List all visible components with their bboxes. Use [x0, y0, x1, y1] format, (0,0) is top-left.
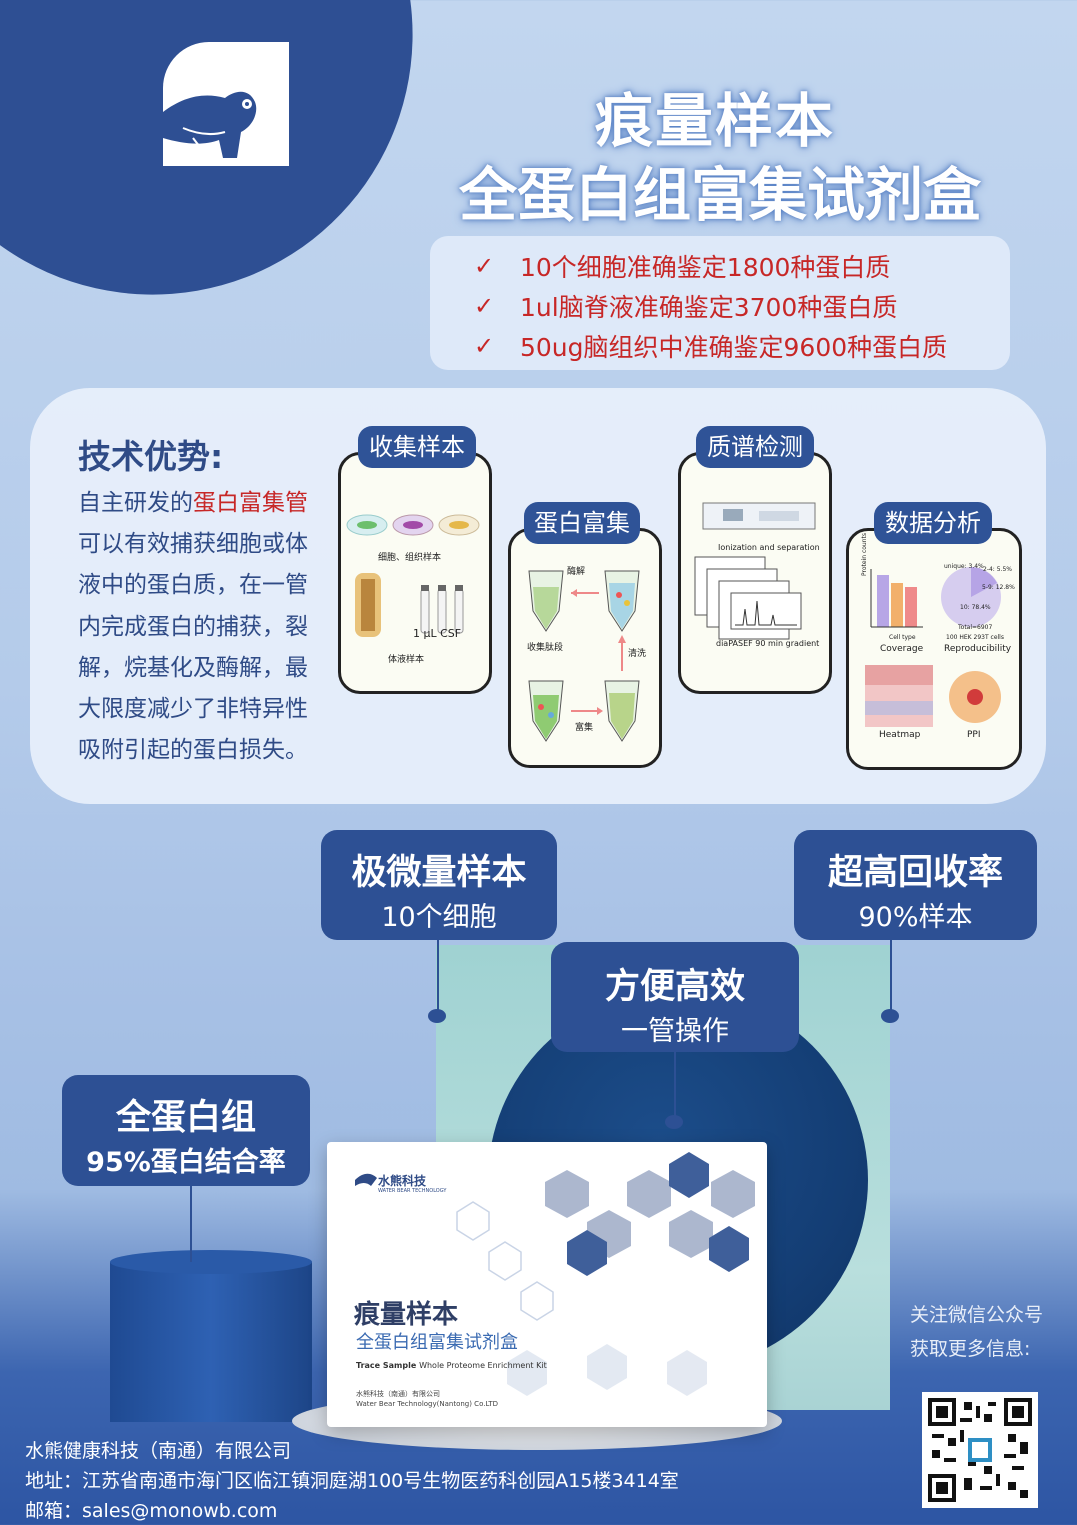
fluid-caption: 体液样本	[388, 655, 425, 665]
product-title: 痕量样本	[354, 1300, 459, 1330]
gradient-caption: diaPASEF 90 min gradient	[716, 639, 820, 648]
callout-stem	[437, 940, 439, 1016]
callout-title: 方便高效	[604, 967, 745, 1007]
check-icon: ✓	[474, 332, 495, 360]
step-ms-card	[678, 452, 832, 694]
product-brand: 水熊科技	[378, 1174, 427, 1188]
product-title-en-rest: Whole Proteome Enrichment Kit	[419, 1361, 547, 1370]
cell-type-caption: Cell type	[889, 634, 916, 641]
callout-dot	[428, 1009, 446, 1023]
product-subtitle: 全蛋白组富集试剂盒	[356, 1332, 518, 1353]
follow-text: 关注微信公众号 获取更多信息:	[910, 1298, 1043, 1366]
ionization-caption: Ionization and separation	[718, 543, 820, 552]
callout-proteome: 全蛋白组 95%蛋白结合率	[62, 1075, 310, 1186]
feature-list: ✓ 10个细胞准确鉴定1800种蛋白质 ✓ 1ul脑脊液准确鉴定3700种蛋白质…	[430, 236, 1010, 370]
product-company-en: Water Bear Technology(Nantong) Co.LTD	[356, 1400, 499, 1408]
tech-title: 技术优势:	[78, 437, 224, 476]
tech-description: 自主研发的蛋白富集管可以有效捕获细胞或体液中的蛋白质，在一管内完成蛋白的捕获，裂…	[78, 483, 318, 771]
wechat-qr-code	[922, 1392, 1038, 1508]
callout-title: 极微量样本	[351, 853, 527, 893]
check-icon: ✓	[474, 292, 495, 320]
callout-stem	[674, 1052, 676, 1122]
wash-caption: 清洗	[628, 649, 647, 659]
ppi-caption: PPI	[967, 730, 981, 740]
callout-stem	[190, 1186, 192, 1262]
callout-convenient: 方便高效 一管操作	[551, 942, 799, 1052]
product-title-en: Trace Sample Whole Proteome Enrichment K…	[356, 1361, 547, 1370]
feature-item: ✓ 10个细胞准确鉴定1800种蛋白质	[474, 246, 1010, 286]
company-email: 邮箱：sales@monowb.com	[25, 1500, 278, 1522]
company-info: 水熊健康科技（南通）有限公司 地址：江苏省南通市海门区临江镇洞庭湖100号生物医…	[25, 1436, 679, 1525]
callout-micro-sample: 极微量样本 10个细胞	[321, 830, 557, 940]
callout-stem	[890, 940, 892, 1016]
follow-line-2: 获取更多信息:	[910, 1338, 1031, 1360]
company-name: 水熊健康科技（南通）有限公司	[25, 1440, 292, 1462]
tube-illustration	[528, 570, 640, 742]
step-collect-card	[338, 452, 492, 694]
callout-title: 全蛋白组	[115, 1098, 256, 1138]
check-icon: ✓	[474, 252, 495, 280]
hexagon-pattern	[355, 1152, 755, 1396]
cells-caption: 细胞、组织样本	[378, 553, 442, 563]
callout-subtitle: 95%蛋白结合率	[86, 1147, 286, 1178]
water-bear-logo	[163, 42, 289, 166]
reproducibility-caption: Reproducibility	[944, 644, 1012, 654]
analysis-illustration	[865, 567, 1001, 727]
pie-segment-label: 5-9: 12.8%	[982, 584, 1015, 591]
coverage-caption: Coverage	[880, 644, 924, 654]
display-cylinder-top	[110, 1250, 312, 1274]
product-box	[327, 1142, 767, 1427]
water-bear-logo-icon	[163, 91, 257, 163]
protein-counts-axis: Protein counts	[861, 533, 868, 576]
csf-caption: 1 μL CSF	[413, 627, 462, 640]
title-line-1: 痕量样本	[594, 87, 835, 155]
callout-recovery: 超高回收率 90%样本	[794, 830, 1037, 940]
sample-illustration	[346, 514, 480, 637]
product-company-cn: 水熊科技（南通）有限公司	[356, 1390, 440, 1398]
total-label: Total=6907	[958, 624, 993, 631]
callout-dot	[665, 1115, 683, 1129]
step-analysis-label: 数据分析	[874, 502, 992, 544]
feature-item: ✓ 50ug脑组织中准确鉴定9600种蛋白质	[474, 326, 1010, 366]
pie-segment-label: 10: 78.4%	[960, 604, 991, 611]
step-enrich-label: 蛋白富集	[524, 502, 640, 544]
display-cylinder	[110, 1262, 312, 1422]
company-address: 地址：江苏省南通市海门区临江镇洞庭湖100号生物医药科创园A15楼3414室	[25, 1470, 679, 1492]
pie-unique-label: unique: 3.4%	[944, 563, 984, 570]
feature-item: ✓ 1ul脑脊液准确鉴定3700种蛋白质	[474, 286, 1010, 326]
tech-text-highlight: 蛋白富集管	[193, 490, 308, 516]
tech-text-part: 可以有效捕获细胞或体液中的蛋白质，在一管内完成蛋白的捕获，裂解，烷基化及酶解，最…	[78, 531, 308, 764]
tech-text-part: 自主研发的	[78, 490, 193, 516]
title-line-2: 全蛋白组富集试剂盒	[458, 161, 981, 229]
callout-subtitle: 10个细胞	[381, 902, 497, 933]
product-company: 水熊科技（南通）有限公司 Water Bear Technology(Nanto…	[356, 1389, 498, 1409]
feature-text: 1ul脑脊液准确鉴定3700种蛋白质	[520, 293, 898, 322]
follow-line-1: 关注微信公众号	[910, 1304, 1044, 1326]
callout-subtitle: 90%样本	[858, 902, 973, 933]
collect-peptides-caption: 收集肽段	[527, 643, 564, 653]
digest-caption: 酶解	[567, 567, 586, 577]
step-ms-label: 质谱检测	[696, 426, 814, 468]
step-analysis-card	[846, 528, 1022, 770]
product-title-en-bold: Trace Sample	[356, 1361, 417, 1370]
ms-illustration	[694, 502, 816, 640]
product-brand-en: WATER BEAR TECHNOLOGY	[378, 1188, 447, 1194]
pie-segment-label: 2-4: 5.5%	[983, 566, 1012, 573]
step-enrich-card	[508, 528, 662, 768]
step-collect-label: 收集样本	[358, 426, 476, 468]
qr-code-icon	[928, 1398, 1032, 1502]
feature-text: 10个细胞准确鉴定1800种蛋白质	[520, 253, 891, 282]
heatmap-caption: Heatmap	[879, 730, 921, 740]
callout-subtitle: 一管操作	[621, 1016, 729, 1047]
cells-note: 100 HEK 293T cells	[946, 634, 1004, 641]
callout-dot	[881, 1009, 899, 1023]
callout-title: 超高回收率	[827, 853, 1003, 893]
enrich-caption: 富集	[575, 723, 594, 733]
feature-text: 50ug脑组织中准确鉴定9600种蛋白质	[520, 333, 948, 362]
